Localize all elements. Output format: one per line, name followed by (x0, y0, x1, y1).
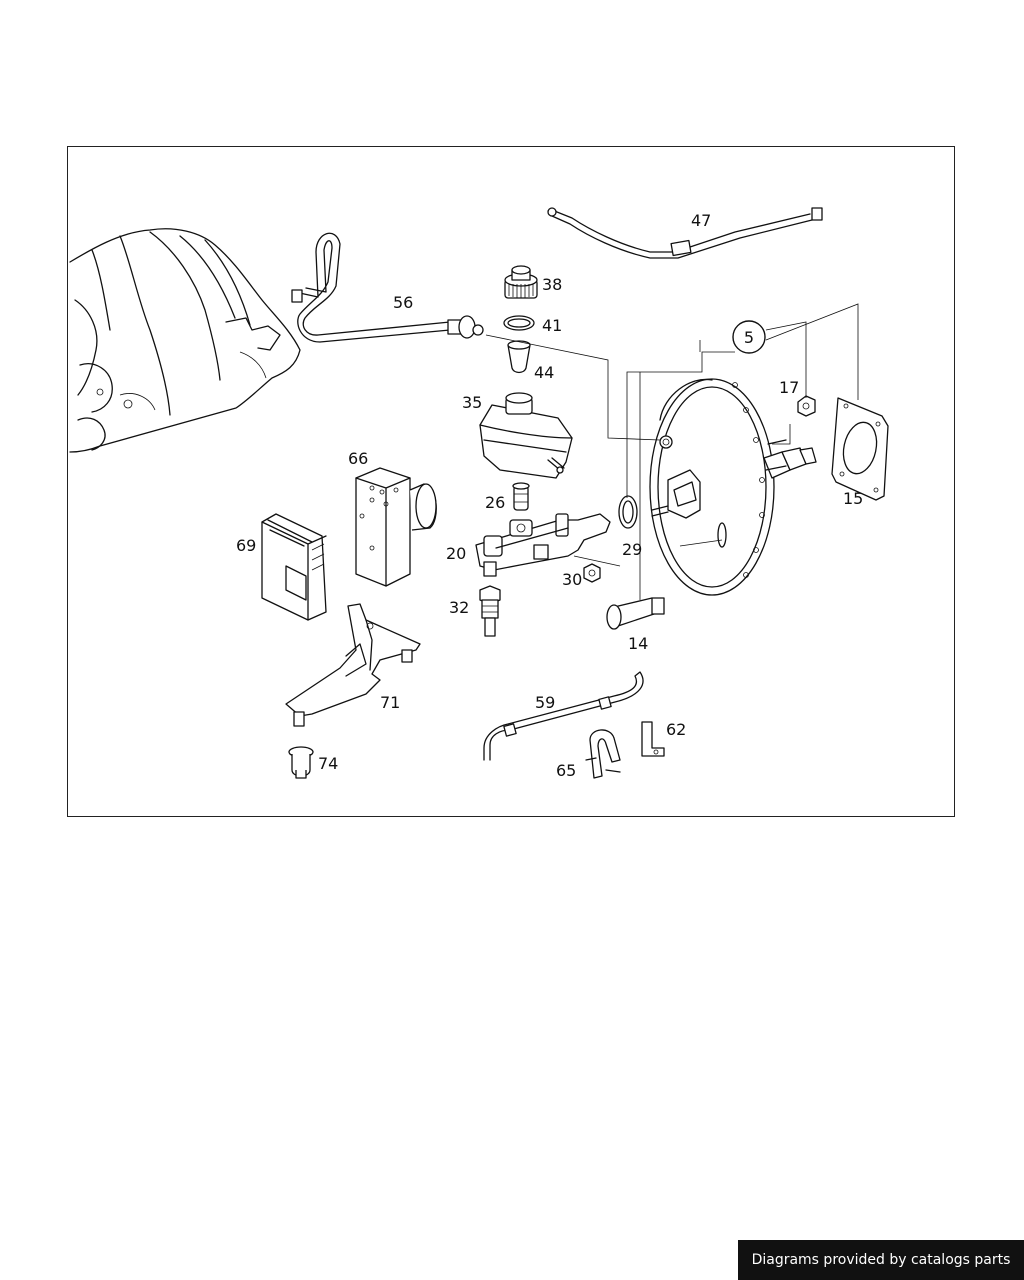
part-71-bracket (285, 603, 421, 727)
callout-15: 15 (843, 489, 863, 508)
callout-74: 74 (318, 754, 338, 773)
part-62-clip (641, 721, 665, 757)
diagram-frame (67, 146, 955, 817)
callout-69: 69 (236, 536, 256, 555)
part-66-hydraulic-unit (355, 467, 437, 587)
part-5-brake-booster (649, 378, 817, 596)
callout-62: 62 (666, 720, 686, 739)
callout-71: 71 (380, 693, 400, 712)
part-41-seal-ring (503, 315, 535, 331)
callout-5: 5 (744, 328, 754, 347)
callout-17: 17 (779, 378, 799, 397)
callout-44: 44 (534, 363, 554, 382)
callout-41: 41 (542, 316, 562, 335)
part-32-sensor (479, 585, 501, 637)
part-47-brake-line (547, 207, 823, 259)
callout-32: 32 (449, 598, 469, 617)
part-26-grommet (512, 482, 530, 511)
credit-text: Diagrams provided by catalogs parts (751, 1252, 1011, 1268)
part-17-nut (797, 395, 816, 417)
callout-66: 66 (348, 449, 368, 468)
part-74-grommet (288, 746, 314, 779)
callout-47: 47 (691, 211, 711, 230)
callout-30: 30 (562, 570, 582, 589)
leader-lines (485, 303, 859, 600)
part-20-master-cylinder (475, 513, 611, 577)
part-59-hose (483, 671, 644, 761)
part-69-control-module (261, 513, 327, 621)
part-38-cap (504, 265, 538, 299)
part-44-strainer (507, 340, 531, 374)
part-35-reservoir (479, 392, 573, 479)
credit-banner: Diagrams provided by catalogs parts (738, 1240, 1024, 1280)
callout-5-circle (732, 320, 766, 354)
callout-14: 14 (628, 634, 648, 653)
callout-labels: 5 14 15 17 20 26 29 30 32 35 38 41 44 47… (236, 211, 863, 780)
callout-38: 38 (542, 275, 562, 294)
callout-65: 65 (556, 761, 576, 780)
part-65-clamp (585, 729, 621, 779)
part-56-vacuum-line (291, 232, 484, 343)
engine-block (69, 228, 301, 453)
part-29-o-ring (618, 495, 638, 529)
callout-29: 29 (622, 540, 642, 559)
callout-26: 26 (485, 493, 505, 512)
callout-56: 56 (393, 293, 413, 312)
callout-35: 35 (462, 393, 482, 412)
part-30-nut (583, 563, 601, 583)
callout-20: 20 (446, 544, 466, 563)
part-15-gasket (831, 397, 889, 501)
callout-59: 59 (535, 693, 555, 712)
part-14-check-valve (606, 597, 665, 630)
